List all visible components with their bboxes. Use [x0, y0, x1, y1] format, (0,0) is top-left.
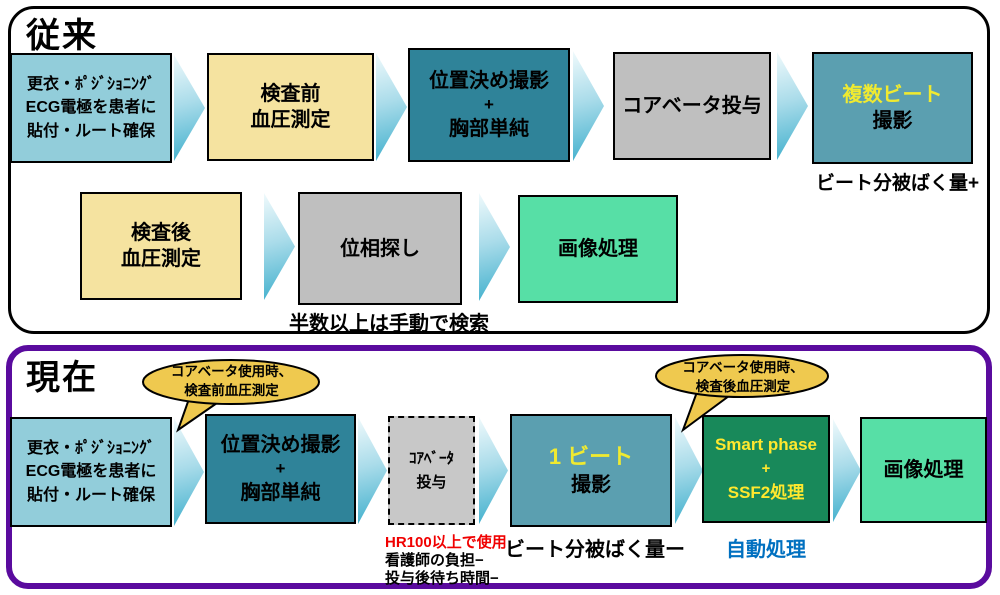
dose-minus-caption: ビート分被ばく量ー	[505, 539, 685, 561]
auto-caption: 自動処理	[726, 539, 806, 561]
current-title: 現在	[26, 359, 98, 397]
corebeta-dashed-line1: ｺｱﾍﾞｰﾀ	[408, 449, 454, 467]
phase-search-box: 位相探し	[298, 192, 462, 305]
corebeta-dashed-line2: 投与	[416, 473, 447, 491]
corebeta-box: コアベータ投与	[613, 52, 771, 160]
scout-scan-box: 位置決め撮影 + 胸部単純	[408, 48, 570, 162]
image-processing-box: 画像処理	[518, 195, 678, 303]
scout-current-line2: +	[275, 458, 286, 478]
bubble-post-line2: 検査後血圧測定	[695, 378, 791, 394]
prep-box: 更衣・ﾎﾟｼﾞｼｮﾆﾝｸﾞ ECG電極を患者に 貼付・ルート確保	[10, 53, 172, 163]
scout-line1: 位置決め撮影	[429, 69, 549, 92]
one-beat-scan-box: 1 ビート 撮影	[510, 414, 672, 527]
prep-current-line3: 貼付・ルート確保	[26, 486, 155, 504]
scout-current-line1: 位置決め撮影	[220, 433, 341, 456]
phase-search-label: 位相探し	[340, 237, 420, 260]
nurse-caption: 看護師の負担−	[385, 552, 484, 569]
hr-caption: HR100以上で使用	[385, 534, 507, 551]
speech-bubble-pre-bp	[142, 359, 320, 433]
prep-current-line1: 更衣・ﾎﾟｼﾞｼｮﾆﾝｸﾞ	[26, 440, 155, 458]
image-processing-box-current: 画像処理	[860, 417, 987, 523]
smart-line1: Smart phase	[714, 435, 818, 455]
post-bp-line1: 検査後	[131, 222, 191, 244]
corebeta-dashed-box: ｺｱﾍﾞｰﾀ 投与	[388, 416, 475, 525]
prep-current-line2: ECG電極を患者に	[25, 463, 157, 481]
wait-caption: 投与後待ち時間−	[385, 570, 499, 587]
prep-box-current: 更衣・ﾎﾟｼﾞｼｮﾆﾝｸﾞ ECG電極を患者に 貼付・ルート確保	[10, 417, 172, 527]
pre-bp-box: 検査前 血圧測定	[207, 53, 374, 161]
smart-phase-box: Smart phase + SSF2処理	[702, 415, 830, 523]
scout-scan-box-current: 位置決め撮影 + 胸部単純	[205, 414, 356, 524]
multibeat-highlight: 複数ビート	[842, 84, 943, 106]
multibeat-rest: 撮影	[872, 110, 913, 132]
speech-bubble-pre-bp-text: コアベータ使用時、 検査前血圧測定	[143, 363, 320, 401]
scout-current-line3: 胸部単純	[240, 482, 321, 505]
speech-bubble-post-bp-text: コアベータ使用時、 検査後血圧測定	[657, 359, 829, 397]
corebeta-label: コアベータ投与	[622, 95, 762, 117]
multibeat-scan-box: 複数ビート 撮影	[812, 52, 973, 164]
bubble-pre-line1: コアベータ使用時、	[170, 364, 293, 379]
smart-line2: +	[761, 459, 771, 477]
scout-line2: +	[484, 94, 494, 114]
image-processing-current-label: 画像処理	[883, 459, 964, 481]
one-beat-highlight: 1 ビート	[548, 444, 634, 470]
manual-search-caption: 半数以上は手動で検索	[289, 313, 489, 335]
smart-line3: SSF2処理	[727, 483, 805, 503]
post-bp-box: 検査後 血圧測定	[80, 192, 242, 300]
prep-line3: 貼付・ルート確保	[26, 122, 155, 140]
post-bp-line2: 血圧測定	[121, 248, 201, 270]
speech-bubble-post-bp	[655, 354, 829, 433]
pre-bp-line1: 検査前	[260, 83, 321, 105]
one-beat-rest: 撮影	[571, 473, 611, 496]
prep-line2: ECG電極を患者に	[25, 99, 157, 117]
bubble-post-line1: コアベータ使用時、	[682, 360, 804, 375]
scout-line3: 胸部単純	[449, 118, 529, 141]
bubble-pre-line2: 検査前血圧測定	[184, 382, 279, 398]
image-processing-label: 画像処理	[558, 238, 638, 260]
conventional-title: 従来	[26, 17, 98, 55]
prep-line1: 更衣・ﾎﾟｼﾞｼｮﾆﾝｸﾞ	[26, 76, 155, 94]
dose-plus-caption: ビート分被ばく量+	[815, 173, 980, 194]
pre-bp-line2: 血圧測定	[250, 109, 331, 131]
